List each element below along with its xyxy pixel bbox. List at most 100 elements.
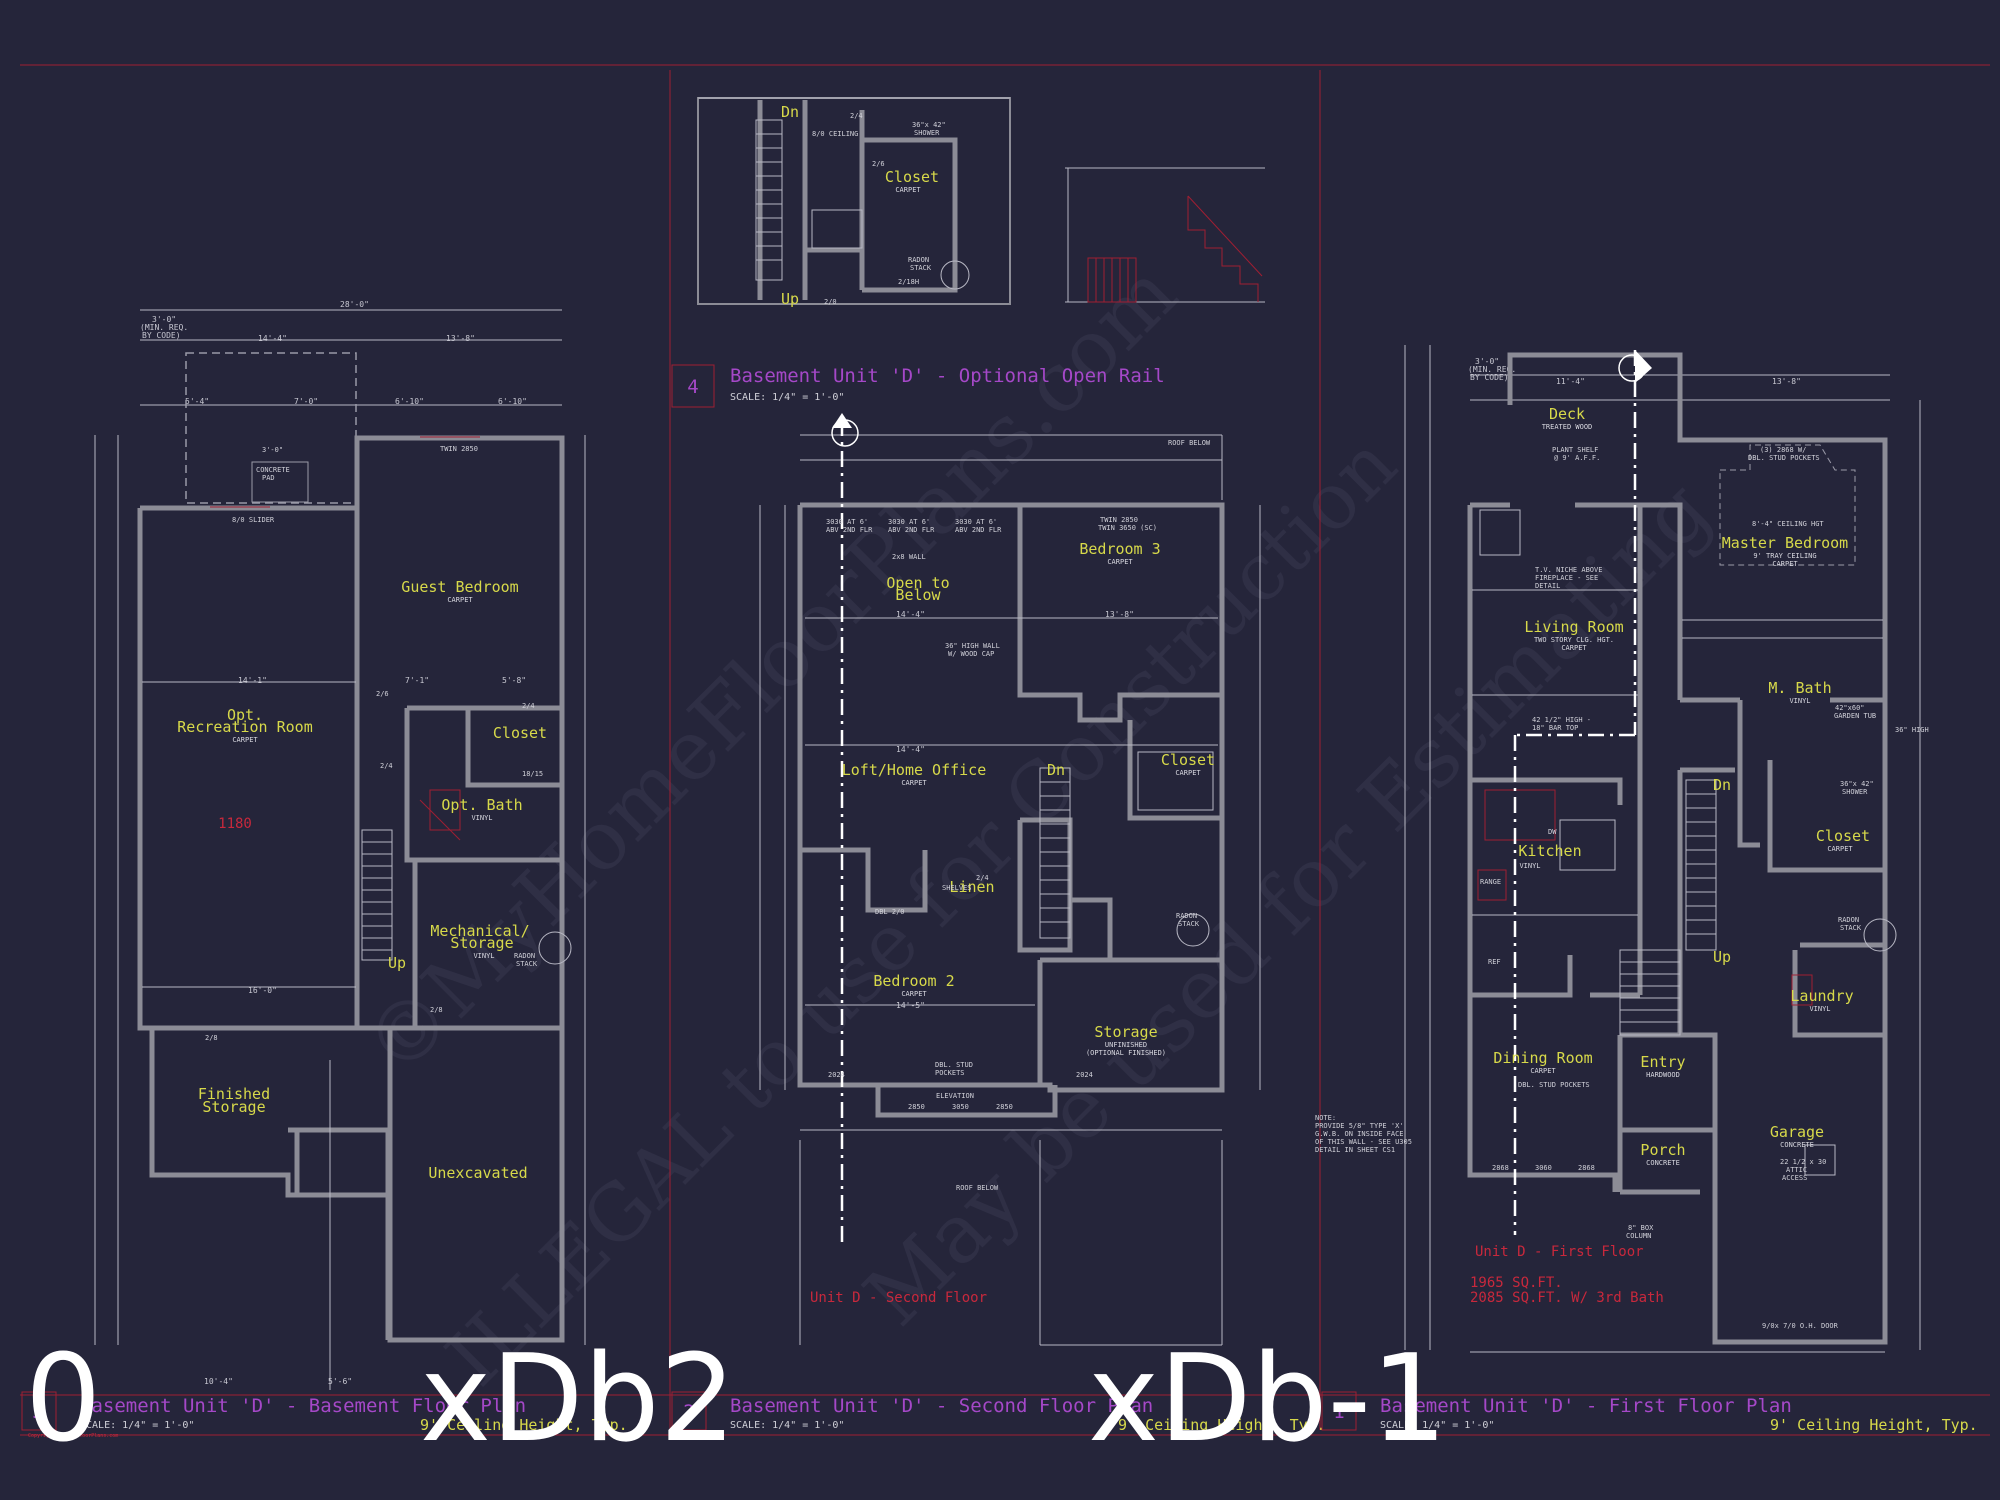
svg-text:VINYL: VINYL [1519, 862, 1540, 870]
svg-text:5'-6": 5'-6" [328, 1377, 352, 1386]
svg-text:CONCRETE: CONCRETE [1780, 1141, 1814, 1149]
svg-text:VINYL: VINYL [1809, 1005, 1830, 1013]
second-storage: Storage [1094, 1023, 1157, 1041]
svg-text:DETAIL: DETAIL [1535, 582, 1560, 590]
svg-text:3050: 3050 [952, 1103, 969, 1111]
svg-text:3'-0": 3'-0" [1475, 357, 1499, 366]
svg-text:CARPET: CARPET [232, 736, 258, 744]
first-living-room: Living Room [1524, 618, 1623, 636]
svg-text:42 1/2" HIGH -: 42 1/2" HIGH - [1532, 716, 1591, 724]
first-floor-plan: 3'-0" (MIN. REQ. BY CODE) 11'-4" 13'-8" [1315, 345, 1978, 1434]
basement-guest-bedroom: Guest Bedroom [401, 578, 518, 596]
svg-text:STACK: STACK [910, 264, 932, 272]
svg-text:BY CODE): BY CODE) [142, 331, 181, 340]
svg-text:22 1/2 x 30: 22 1/2 x 30 [1780, 1158, 1826, 1166]
svg-text:2/4: 2/4 [380, 762, 393, 770]
entry-stair [1619, 949, 1681, 1036]
svg-text:COLUMN: COLUMN [1626, 1232, 1651, 1240]
svg-text:2/4: 2/4 [976, 874, 989, 882]
svg-text:9' Ceiling Height, Typ.: 9' Ceiling Height, Typ. [1770, 1416, 1978, 1434]
svg-text:6'-10": 6'-10" [395, 397, 424, 406]
svg-text:PROVIDE 5/8" TYPE 'X': PROVIDE 5/8" TYPE 'X' [1315, 1122, 1404, 1130]
svg-text:(MIN. REQ.: (MIN. REQ. [1468, 365, 1516, 374]
svg-text:STACK: STACK [1840, 924, 1862, 932]
svg-text:8/0 SLIDER: 8/0 SLIDER [232, 516, 275, 524]
svg-text:2/4: 2/4 [522, 702, 535, 710]
svg-text:DW: DW [1548, 828, 1557, 836]
svg-text:GARDEN TUB: GARDEN TUB [1834, 712, 1876, 720]
svg-text:2868: 2868 [1578, 1164, 1595, 1172]
svg-text:STACK: STACK [1178, 920, 1200, 928]
first-closet: Closet [1816, 827, 1870, 845]
svg-text:@ 9' A.F.F.: @ 9' A.F.F. [1554, 454, 1600, 462]
svg-text:2/6: 2/6 [376, 690, 389, 698]
first-master-bath: M. Bath [1768, 679, 1831, 697]
svg-text:DETAIL IN SHEET CS1: DETAIL IN SHEET CS1 [1315, 1146, 1395, 1154]
svg-text:RADON: RADON [1176, 912, 1197, 920]
second-loft-home-office: Loft/Home Office [842, 761, 987, 779]
svg-text:STACK: STACK [516, 960, 538, 968]
svg-text:2/18H: 2/18H [898, 278, 919, 286]
first-laundry: Laundry [1790, 987, 1853, 1005]
svg-text:T.V. NICHE ABOVE: T.V. NICHE ABOVE [1535, 566, 1602, 574]
svg-text:3030 AT 6': 3030 AT 6' [888, 518, 930, 526]
svg-text:DBL. STUD POCKETS: DBL. STUD POCKETS [1748, 454, 1820, 462]
svg-text:Dn: Dn [1047, 761, 1065, 779]
first-entry: Entry [1640, 1053, 1685, 1071]
svg-text:13'-8": 13'-8" [1772, 377, 1801, 386]
svg-text:2/8: 2/8 [205, 1034, 218, 1042]
basement-mechanical-storage: Storage [450, 934, 513, 952]
svg-text:ROOF BELOW: ROOF BELOW [1168, 439, 1211, 447]
svg-text:8/0 CEILING: 8/0 CEILING [812, 130, 858, 138]
svg-text:36" HIGH: 36" HIGH [1895, 726, 1929, 734]
svg-text:36" HIGH WALL: 36" HIGH WALL [945, 642, 1000, 650]
svg-text:6'-10": 6'-10" [498, 397, 527, 406]
svg-text:14'-4": 14'-4" [896, 745, 925, 754]
svg-text:SCALE: 1/4" = 1'-0": SCALE: 1/4" = 1'-0" [730, 392, 844, 403]
svg-text:14'-4": 14'-4" [896, 610, 925, 619]
svg-text:11'-4": 11'-4" [1556, 377, 1585, 386]
basement-finished-storage: Storage [202, 1098, 265, 1116]
svg-text:Finished: Finished [198, 1085, 270, 1103]
overlay-label-xdb1: xDb-1 [1088, 1330, 1447, 1469]
svg-text:RADON: RADON [1838, 916, 1859, 924]
svg-text:OF THIS WALL - SEE U305: OF THIS WALL - SEE U305 [1315, 1138, 1412, 1146]
svg-text:2/8: 2/8 [430, 1006, 443, 1014]
svg-text:10'-4": 10'-4" [204, 1377, 233, 1386]
overlay-label-xdb2: xDb2 [420, 1330, 736, 1469]
svg-text:ACCESS: ACCESS [1782, 1174, 1807, 1182]
second-title: Basement Unit 'D' - Second Floor Plan [730, 1395, 1153, 1417]
second-stair [1039, 767, 1071, 939]
basement-opt-bath: Opt. Bath [441, 796, 522, 814]
svg-text:SHOWER: SHOWER [1842, 788, 1868, 796]
svg-text:3060: 3060 [1535, 1164, 1552, 1172]
svg-text:PLANT SHELF: PLANT SHELF [1552, 446, 1598, 454]
svg-text:2024: 2024 [828, 1071, 845, 1079]
svg-text:DBL 2/0: DBL 2/0 [875, 908, 905, 916]
svg-text:4: 4 [687, 376, 698, 398]
svg-text:14'-1": 14'-1" [238, 676, 267, 685]
svg-text:14'-5": 14'-5" [896, 1001, 925, 1010]
svg-text:CARPET: CARPET [1175, 769, 1201, 777]
svg-text:9' Ceiling Height, Typ.: 9' Ceiling Height, Typ. [420, 1416, 628, 1434]
svg-text:SCALE: 1/4" = 1'-0": SCALE: 1/4" = 1'-0" [730, 1420, 844, 1431]
svg-text:3'-0": 3'-0" [262, 446, 283, 454]
basement-floor-plan: 28'-0" 3'-0" (MIN. REQ. BY CODE) 14'-4" … [21, 300, 628, 1439]
svg-text:9' Ceiling Height, Typ.: 9' Ceiling Height, Typ. [1118, 1416, 1326, 1434]
second-bedroom-2: Bedroom 2 [873, 972, 954, 990]
svg-text:TWIN 2850: TWIN 2850 [1100, 516, 1138, 524]
svg-text:Unit D - Second Floor: Unit D - Second Floor [810, 1290, 987, 1306]
svg-text:18" BAR TOP: 18" BAR TOP [1532, 724, 1578, 732]
second-bedroom-3: Bedroom 3 [1079, 540, 1160, 558]
svg-text:42"x60": 42"x60" [1835, 704, 1865, 712]
svg-text:SCALE: 1/4" = 1'-0": SCALE: 1/4" = 1'-0" [80, 1420, 194, 1431]
svg-text:CARPET: CARPET [901, 779, 927, 787]
svg-text:RADON: RADON [908, 256, 929, 264]
svg-text:HARDWOOD: HARDWOOD [1646, 1071, 1680, 1079]
svg-text:TREATED WOOD: TREATED WOOD [1542, 423, 1593, 431]
svg-text:ELEVATION: ELEVATION [936, 1092, 974, 1100]
svg-text:CARPET: CARPET [1107, 558, 1133, 566]
svg-text:3030 AT 6': 3030 AT 6' [955, 518, 997, 526]
svg-text:POCKETS: POCKETS [935, 1069, 965, 1077]
